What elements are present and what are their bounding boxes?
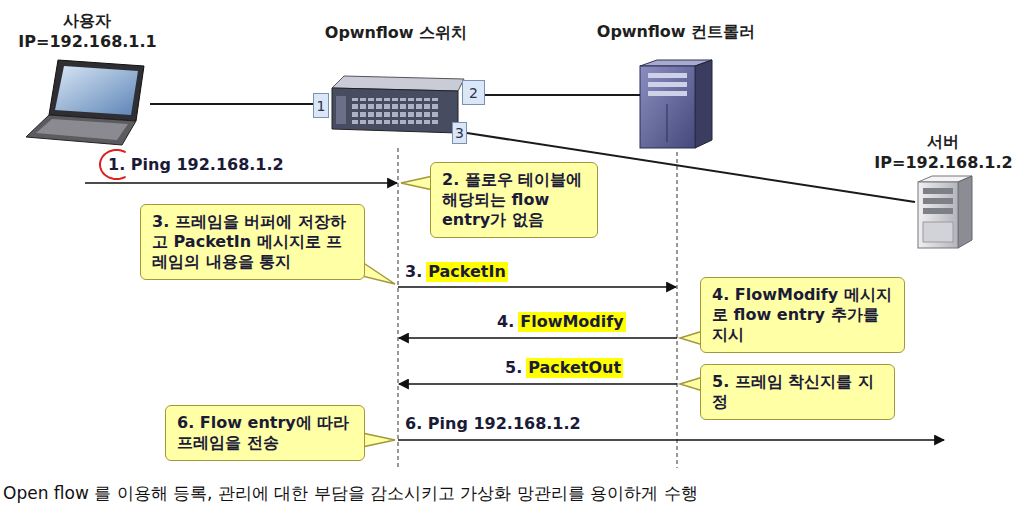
actor-caption: Opwnflow 스위치 (325, 22, 467, 43)
tower-slot (648, 82, 687, 87)
user-laptop: 사용자IP=192.168.1.1 (25, 58, 150, 146)
tower-front (640, 66, 695, 148)
openflow-switch: Opwnflow 스위치123 (330, 75, 462, 135)
port-box: 3 (452, 122, 467, 144)
switch-lifeline (397, 148, 398, 468)
network-link (150, 103, 313, 105)
tower-slot (648, 73, 687, 78)
server-drive (923, 198, 953, 204)
laptop-base (26, 115, 136, 145)
message-label: 5. (505, 358, 522, 378)
actor-label: Opwnflow 스위치 (325, 22, 467, 43)
laptop-screen (55, 66, 138, 115)
actor-label: Opwnflow 컨트롤러 (597, 21, 755, 42)
message-arrow (398, 439, 944, 441)
laptop-keyboard (36, 119, 128, 140)
port-number: 3 (455, 125, 464, 141)
tower-door (667, 104, 668, 142)
callout-box: 2. 플로우 테이블에 해당되는 flow entry가 없음 (430, 162, 598, 238)
actor-caption: Opwnflow 컨트롤러 (597, 21, 755, 42)
message-label: 4. (497, 312, 514, 332)
server-front (918, 182, 958, 248)
switch-ports (350, 98, 440, 124)
callout-pointer (401, 176, 433, 190)
callout-pointer (362, 262, 395, 284)
callout-pointer (362, 433, 395, 447)
message-label: 6. Ping 192.168.1.2 (405, 414, 581, 434)
callout-text: 6. Flow entry에 따라 프레임을 전송 (177, 413, 355, 453)
network-link (485, 94, 640, 96)
callout-box: 6. Flow entry에 따라 프레임을 전송 (165, 405, 365, 461)
controller-lifeline (676, 152, 677, 468)
server-drive (923, 188, 953, 194)
actor-caption: 사용자IP=192.168.1.1 (18, 10, 156, 52)
laptop-lid (49, 60, 144, 121)
laptop-icon (26, 60, 144, 145)
server-icon (918, 176, 972, 248)
callout-box: 3. 프레임을 버퍼에 저장하고 PacketIn 메시지로 프레임의 내용을 … (140, 204, 365, 280)
message-arrow (398, 286, 676, 288)
server-box: 서버IP=192.168.1.2 (915, 176, 972, 248)
message-arrow (85, 182, 397, 184)
controller-tower: Opwnflow 컨트롤러 (640, 60, 712, 148)
server-drive (923, 208, 953, 214)
actor-label: 서버 (874, 131, 1012, 152)
tower-side (695, 60, 712, 148)
switch-panel (336, 96, 346, 124)
message-arrow (399, 383, 677, 385)
message-name: FlowModify (518, 312, 625, 332)
callout-box: 5. 프레임 착신지를 지정 (700, 364, 895, 420)
port-box: 1 (313, 93, 329, 118)
server-vent (923, 222, 953, 242)
port-number: 1 (317, 98, 326, 114)
controller-icon (640, 60, 712, 148)
actor-label: IP=192.168.1.1 (18, 31, 156, 52)
message-name: PacketIn (426, 262, 508, 282)
switch-front (332, 88, 458, 133)
callout-text: 3. 프레임을 버퍼에 저장하고 PacketIn 메시지로 프레임의 내용을 … (152, 212, 355, 272)
callout-box: 4. FlowModify 메시지로 flow entry 추가를 지시 (700, 277, 905, 353)
tower-slot (648, 91, 687, 96)
message-label: 3. (405, 262, 422, 282)
switch-icon (332, 76, 464, 133)
callout-text: 4. FlowModify 메시지로 flow entry 추가를 지시 (712, 285, 895, 345)
port-number: 2 (469, 85, 478, 101)
message-name: PacketOut (526, 358, 623, 378)
actor-label: IP=192.168.1.2 (874, 152, 1012, 173)
callout-text: 2. 플로우 테이블에 해당되는 flow entry가 없음 (442, 170, 588, 230)
message-label: 1. Ping 192.168.1.2 (108, 155, 284, 175)
port-box: 2 (462, 80, 485, 105)
actor-label: 사용자 (18, 10, 156, 31)
server-side (958, 176, 972, 248)
actor-caption: 서버IP=192.168.1.2 (874, 131, 1012, 173)
caption: Open flow 를 이용해 등록, 관리에 대한 부담을 감소시키고 가상화… (3, 482, 698, 504)
message-arrow (399, 337, 677, 339)
callout-text: 5. 프레임 착신지를 지정 (712, 372, 885, 412)
